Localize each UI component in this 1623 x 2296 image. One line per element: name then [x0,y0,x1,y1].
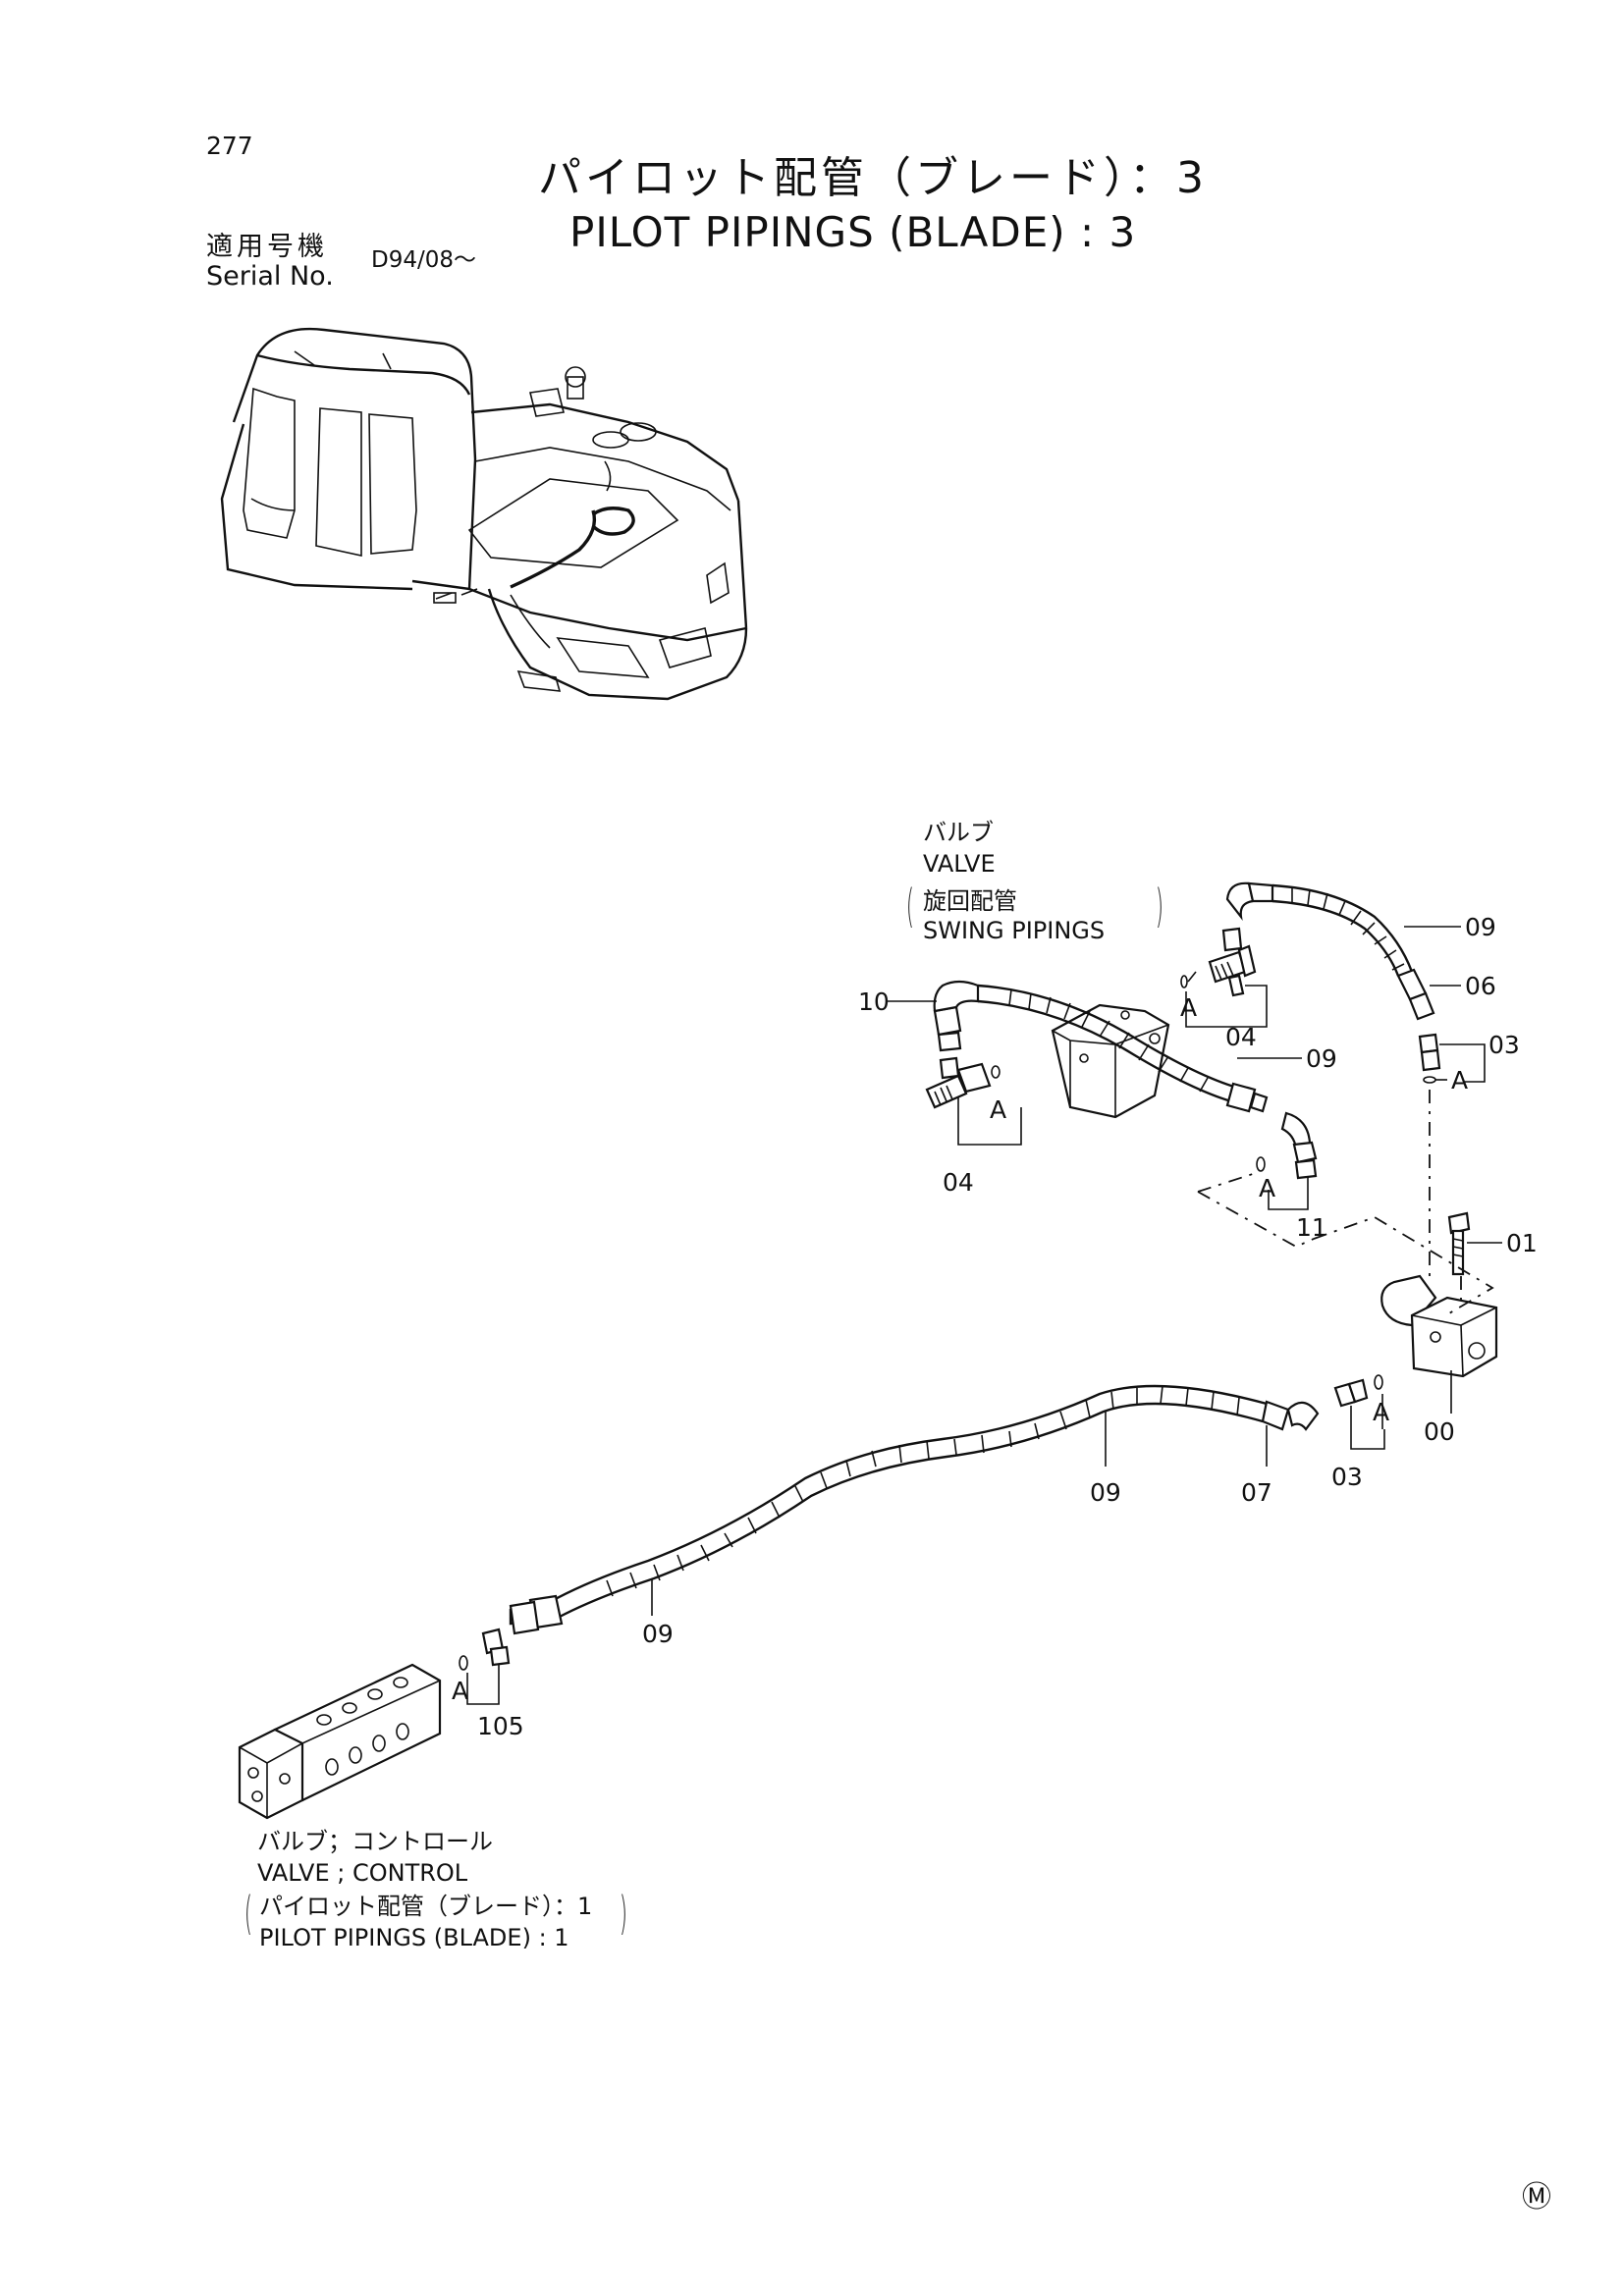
callout-06: 06 [1465,972,1496,1000]
bolt-01 [1447,1211,1471,1276]
callout-04-left: 04 [943,1168,974,1197]
callout-00: 00 [1424,1417,1455,1446]
leader-lines [466,926,1502,1705]
callout-11: 11 [1296,1213,1327,1242]
note-bracket-open: ( [905,880,915,933]
swing-valve-block [1051,1003,1170,1119]
callout-09-long: 09 [642,1620,674,1648]
hose-09-valve-left [977,984,1269,1113]
serial-label-english: Serial No. [206,261,334,292]
note-control-valve-line1: バルブ；コントロール [257,1828,493,1855]
serial-number-range: D94/08～ [371,247,476,273]
callout-07: 07 [1241,1478,1272,1507]
note-bracket-open: ( [243,1887,253,1940]
callout-03-bottom: 03 [1331,1463,1363,1491]
callout-a-left: A [990,1095,1007,1124]
elbow-fitting-10 [933,980,980,1052]
note-control-valve-line4: PILOT PIPINGS (BLADE) : 1 [259,1924,569,1951]
callout-01: 01 [1506,1229,1538,1257]
callout-a-upper-mid: A [1180,993,1198,1022]
excavator-overview-illustration [220,327,748,701]
note-swing-valve-line4: SWING PIPINGS [923,917,1106,944]
adapter-03-top [1418,1033,1441,1084]
adapter-105 [459,1628,511,1671]
callout-10: 10 [858,988,890,1016]
block-00 [1380,1274,1498,1378]
callout-09-lower: 09 [1090,1478,1121,1507]
note-swing-valve-line3: 旋回配管 [923,887,1017,915]
page-number: 277 [206,132,253,160]
callout-09-mid: 09 [1306,1044,1337,1073]
note-control-valve-line3: パイロット配管（ブレード）：1 [259,1893,593,1920]
callout-a-center: A [1259,1174,1276,1202]
note-bracket-close: ) [1155,880,1164,933]
page-title-english: PILOT PIPINGS (BLADE) : 3 [569,208,1137,256]
callout-09-top: 09 [1465,913,1496,941]
control-valve-block [238,1663,442,1820]
callout-a-right: A [1373,1398,1390,1426]
adapter-03-bottom [1333,1374,1383,1408]
callout-04-right: 04 [1225,1023,1257,1051]
serial-label-japanese: 適用号機 [206,232,328,262]
note-control-valve-line2: VALVE ; CONTROL [257,1859,468,1887]
note-swing-valve-line1: バルブ [923,819,994,846]
elbow-fitting-07 [1261,1400,1320,1431]
callout-a-bottom-left: A [452,1677,469,1705]
callout-105: 105 [477,1712,524,1740]
page-title-japanese: パイロット配管（ブレード）：3 [538,153,1208,203]
tee-fitting-04-upper [1208,927,1257,997]
tee-fitting-04-lower [925,1056,992,1109]
footer-m-mark: Ⓜ [1522,2180,1551,2215]
elbow-fitting-11 [1280,1111,1318,1180]
note-bracket-close: ) [619,1887,628,1940]
callout-03-top: 03 [1488,1031,1520,1059]
hose-09-top-right [1225,881,1435,1021]
callout-a-top-right: A [1451,1066,1469,1095]
note-swing-valve-line2: VALVE [923,850,996,878]
hose-09-long [509,1384,1268,1635]
